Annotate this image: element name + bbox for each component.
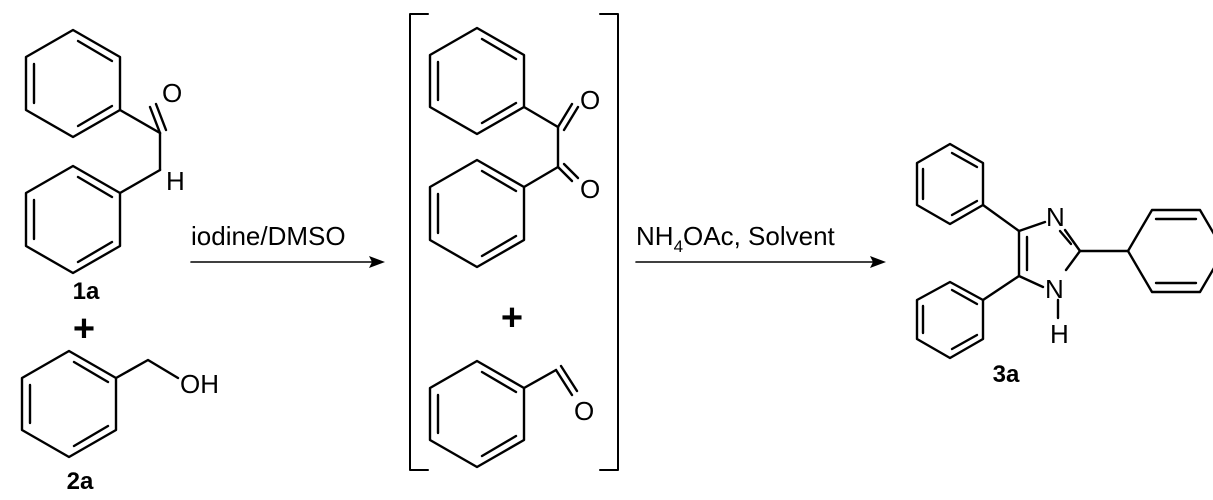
step2-reagent-subscript: 4	[674, 237, 683, 256]
intermediate-brackets	[409, 13, 619, 471]
reaction-arrow-step2	[635, 256, 886, 268]
plus-sign-reactants: +	[73, 308, 95, 350]
compound-label-3a: 3a	[993, 361, 1020, 388]
nitrogen-atom-nh-3a: N	[1045, 274, 1064, 304]
compound-3a-structure	[915, 142, 1213, 360]
step2-reagent-rest: OAc, Solvent	[683, 221, 836, 251]
compound-2a-structure	[20, 349, 180, 459]
compound-label-2a: 2a	[67, 468, 94, 495]
oxygen-atom-benzil-2: O	[580, 174, 600, 204]
step1-reagents: iodine/DMSO	[191, 221, 346, 251]
reaction-arrow-step1	[190, 256, 385, 268]
benzil-structure	[428, 26, 580, 269]
nitrogen-atom-3a: N	[1046, 202, 1065, 232]
hydrogen-atom-1a: H	[166, 166, 185, 196]
compound-label-1a: 1a	[73, 278, 100, 305]
hydrogen-atom-nh-3a: H	[1050, 319, 1069, 349]
plus-sign-intermediates: +	[501, 297, 523, 339]
benzaldehyde-structure	[428, 359, 579, 469]
oxygen-atom-benzaldehyde: O	[574, 396, 594, 426]
compound-1a-structure	[24, 28, 168, 275]
hydroxyl-group-2a: OH	[180, 369, 219, 399]
oxygen-atom-1a: O	[162, 78, 182, 108]
oxygen-atom-benzil-1: O	[580, 85, 600, 115]
step2-reagents: NH4OAc, Solvent	[636, 221, 836, 256]
step2-reagent-main: NH	[636, 221, 674, 251]
